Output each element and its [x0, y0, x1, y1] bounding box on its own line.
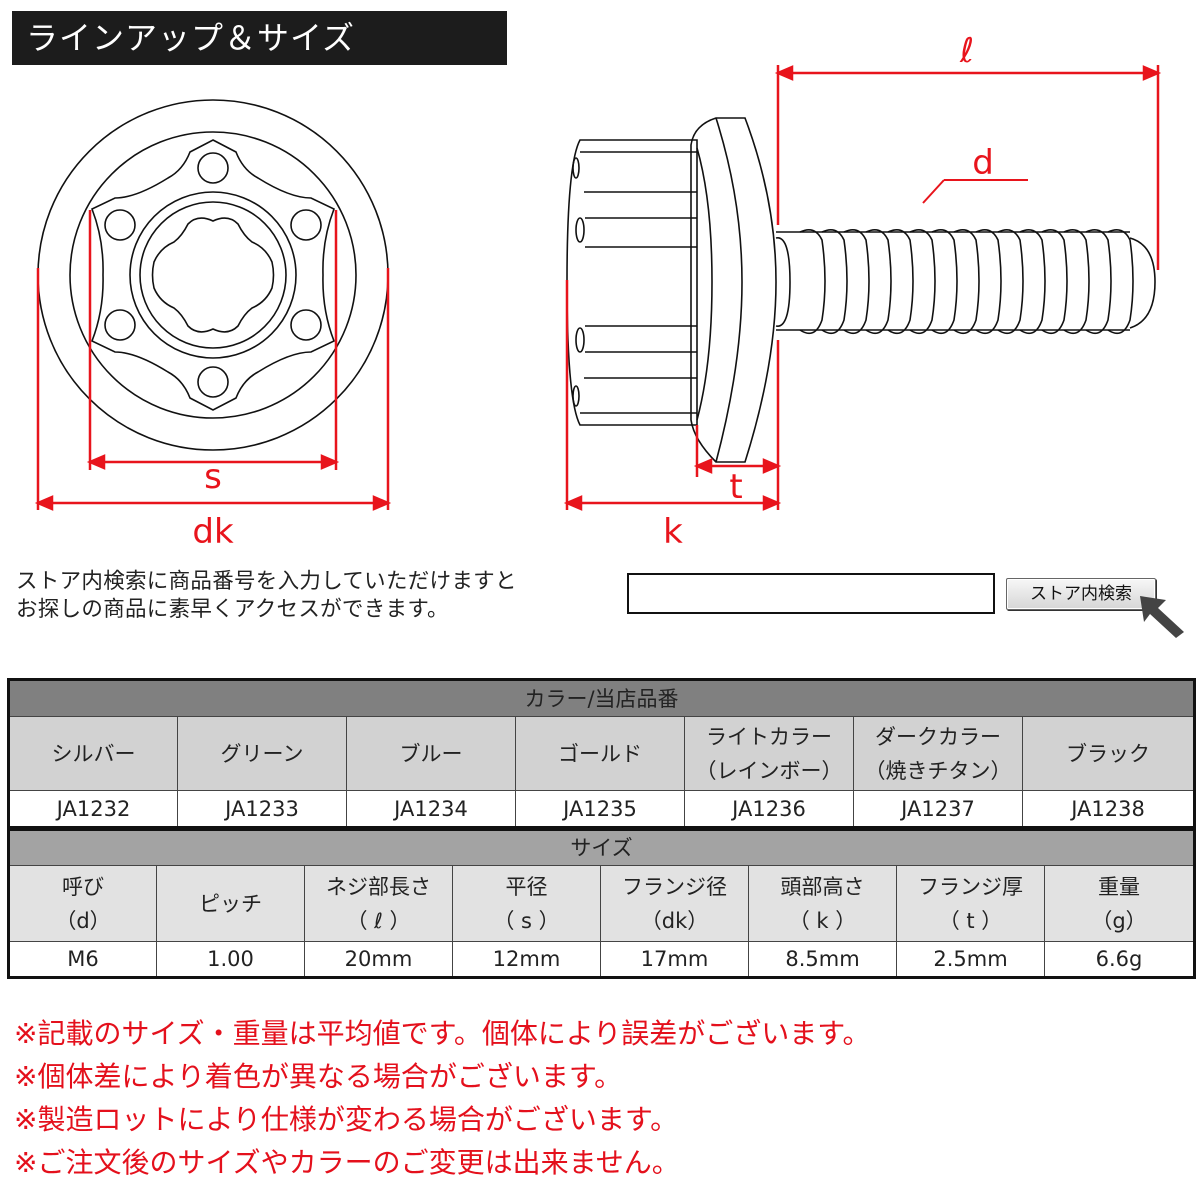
note-item: ※ご注文後のサイズやカラーのご変更は出来ません。	[14, 1146, 680, 1179]
product-code-row: JA1232 JA1233 JA1234 JA1235 JA1236 JA123…	[8, 790, 1196, 829]
color-name-cell: ブラック	[1021, 716, 1196, 791]
size-label-cell: ピッチ	[156, 865, 305, 942]
size-value-cell: 2.5mm	[896, 941, 1045, 978]
size-label-cell: ネジ部長さ（ ℓ ）	[304, 865, 453, 942]
size-spec-table: サイズ 呼び（d） ピッチ ネジ部長さ（ ℓ ） 平径（ s ） フランジ径（d…	[7, 828, 1196, 979]
color-name-cell: ダークカラー（焼きチタン）	[853, 716, 1023, 791]
note-item: ※記載のサイズ・重量は平均値です。個体により誤差がございます。	[14, 1017, 871, 1050]
product-code-cell: JA1232	[8, 790, 178, 829]
color-name-cell: シルバー	[8, 716, 178, 791]
size-label-cell: 重量（g）	[1044, 865, 1195, 942]
search-description-line1: ストア内検索に商品番号を入力していただけますと	[16, 569, 517, 594]
store-search-button[interactable]: ストア内検索	[1006, 578, 1156, 610]
section-title: ラインアップ＆サイズ	[12, 11, 507, 65]
note-item: ※個体差により着色が異なる場合がございます。	[14, 1060, 623, 1093]
search-description: ストア内検索に商品番号を入力していただけますと お探しの商品に素早くアクセスがで…	[16, 568, 616, 624]
search-description-line2: お探しの商品に素早くアクセスができます。	[16, 597, 449, 622]
size-label-cell: 頭部高さ（ k ）	[748, 865, 897, 942]
color-name-cell: グリーン	[177, 716, 347, 791]
notes-list: ※記載のサイズ・重量は平均値です。個体により誤差がございます。 ※個体差により着…	[14, 1012, 870, 1184]
color-code-table: カラー/当店品番 シルバー グリーン ブルー ゴールド ライトカラー（レインボー…	[7, 678, 1197, 829]
size-label-cell: フランジ厚（ t ）	[896, 865, 1045, 942]
size-label-cell: フランジ径（dk）	[600, 865, 749, 942]
dim-label-t: t	[729, 467, 743, 507]
size-label-cell: 呼び（d）	[8, 865, 157, 942]
size-value-row: M6 1.00 20mm 12mm 17mm 8.5mm 2.5mm 6.6g	[8, 941, 1195, 978]
dim-label-k: k	[663, 512, 683, 552]
color-name-cell: ライトカラー（レインボー）	[684, 716, 854, 791]
color-name-row: シルバー グリーン ブルー ゴールド ライトカラー（レインボー） ダークカラー（…	[8, 716, 1196, 791]
bolt-side-view-icon	[566, 117, 1156, 463]
color-table-title: カラー/当店品番	[7, 679, 1196, 717]
pointer-arrow-icon	[1140, 596, 1184, 638]
size-value-cell: 6.6g	[1044, 941, 1195, 978]
dim-label-s: s	[204, 457, 222, 497]
size-value-cell: 1.00	[156, 941, 305, 978]
product-code-cell: JA1233	[177, 790, 347, 829]
thread-ridges	[799, 229, 1134, 335]
front-dimension-lines	[34, 210, 392, 511]
dim-label-d: d	[972, 143, 994, 183]
size-value-cell: 17mm	[600, 941, 749, 978]
bolt-diagram: s dk ℓ d t k	[0, 34, 1200, 560]
size-table-title: サイズ	[8, 829, 1195, 866]
dim-label-dk: dk	[192, 512, 234, 552]
bolt-front-view-icon	[37, 99, 389, 451]
dim-label-l: ℓ	[959, 31, 975, 71]
color-name-cell: ゴールド	[515, 716, 685, 791]
note-item: ※製造ロットにより仕様が変わる場合がございます。	[14, 1103, 679, 1136]
bolt-drawing	[34, 65, 1162, 511]
product-code-cell: JA1235	[515, 790, 685, 829]
color-name-cell: ブルー	[346, 716, 516, 791]
product-code-cell: JA1234	[346, 790, 516, 829]
size-value-cell: 12mm	[452, 941, 601, 978]
size-label-row: 呼び（d） ピッチ ネジ部長さ（ ℓ ） 平径（ s ） フランジ径（dk） 頭…	[8, 865, 1195, 942]
product-code-cell: JA1238	[1021, 790, 1196, 829]
side-dimension-lines	[563, 65, 1162, 511]
size-value-cell: M6	[8, 941, 157, 978]
size-value-cell: 8.5mm	[748, 941, 897, 978]
product-code-cell: JA1236	[684, 790, 854, 829]
size-label-cell: 平径（ s ）	[452, 865, 601, 942]
product-code-cell: JA1237	[853, 790, 1023, 829]
size-value-cell: 20mm	[304, 941, 453, 978]
store-search-input[interactable]	[627, 573, 995, 614]
